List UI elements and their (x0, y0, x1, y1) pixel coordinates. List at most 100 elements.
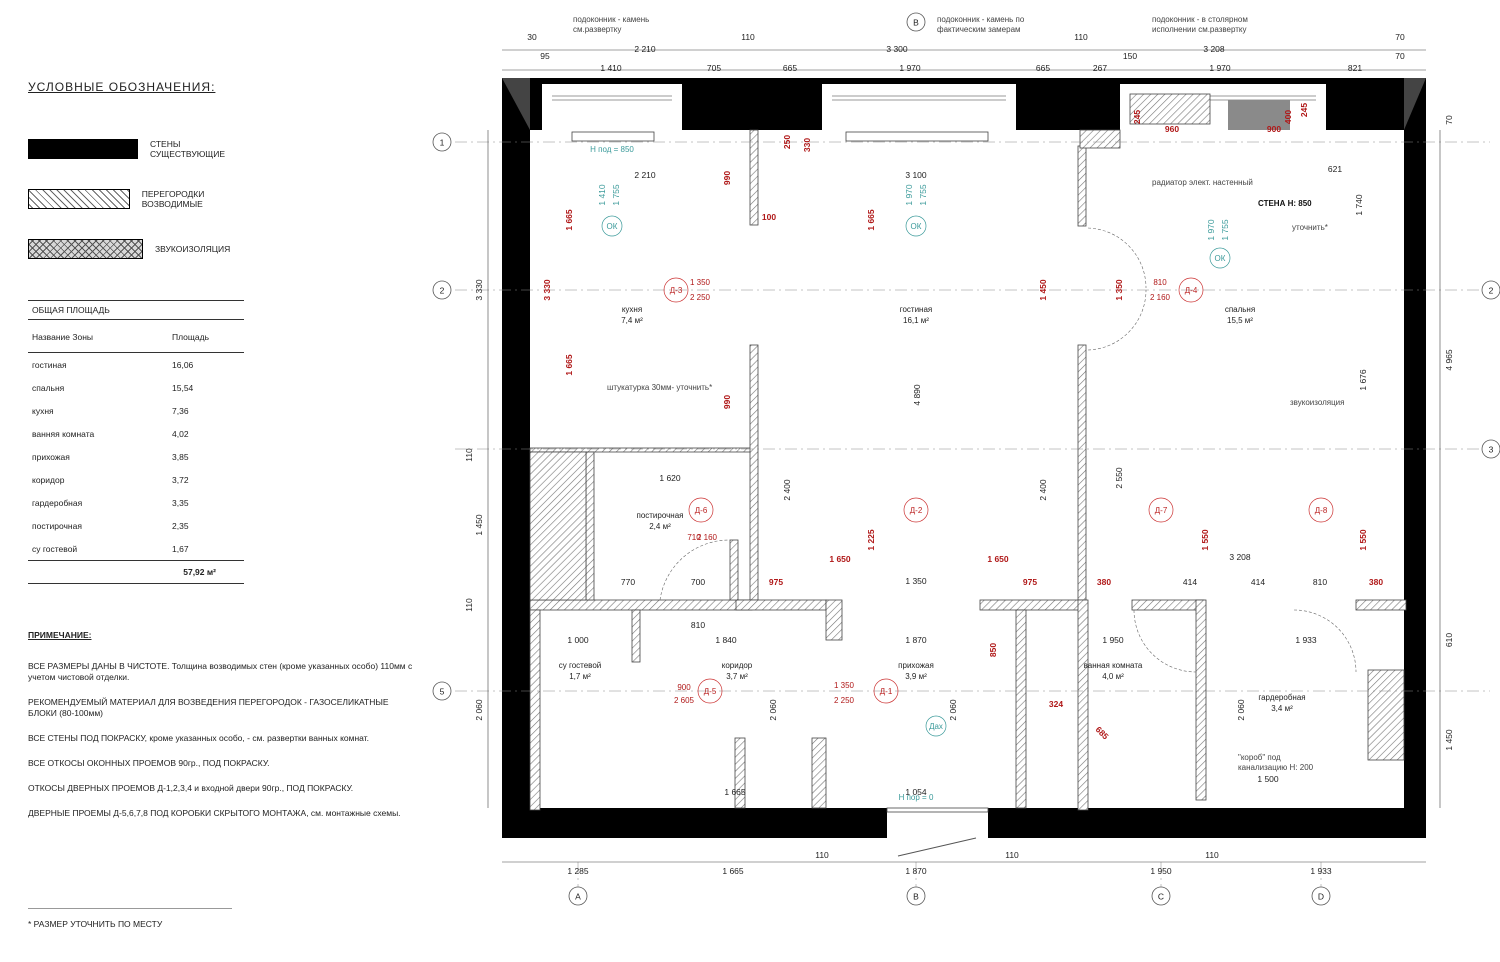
legend-label: ЗВУКОИЗОЛЯЦИЯ (155, 244, 231, 254)
room-area: 3,7 м² (726, 672, 748, 681)
inner-dimension: 414 (1251, 577, 1265, 587)
room-name: кухня (622, 305, 642, 314)
plan-note: радиатор элект. настенный (1152, 178, 1253, 187)
plan-graphics (432, 12, 1500, 906)
partition-wall (749, 129, 759, 226)
structural-dimension: 990 (722, 395, 732, 409)
room-name: спальня (1225, 305, 1255, 314)
exterior-wall-corner (1404, 78, 1426, 130)
door-swing (1293, 609, 1357, 673)
window-dimension: 1 755 (611, 184, 621, 206)
plan-note: Н пор = 0 (899, 793, 934, 802)
structural-dimension: 400 (1283, 110, 1293, 124)
inner-dimension: 2 400 (1038, 479, 1048, 501)
structural-dimension: 100 (762, 212, 776, 222)
door-marker (663, 277, 689, 303)
zone-name: постирочная (32, 520, 82, 531)
bottom-dimension: 1 665 (722, 866, 744, 876)
legend-item-existing-walls: СТЕНЫ СУЩЕСТВУЮЩИЕ (28, 138, 253, 160)
zone-area: 4,02 (172, 428, 189, 439)
plan-note: исполнении см.развертку (1152, 25, 1247, 34)
entry-threshold (886, 807, 989, 813)
door-label: Д-5 (704, 687, 717, 696)
axis-bubble (1481, 439, 1500, 459)
structural-dimension: 1 665 (564, 354, 574, 376)
top-dimension: 1 410 (600, 63, 622, 73)
plan-note: канализацию Н: 200 (1238, 763, 1314, 772)
partition-wall (1079, 129, 1121, 149)
room-name: коридор (722, 661, 753, 670)
door-swing (1087, 227, 1147, 289)
axis-bubble (432, 132, 452, 152)
bottom-dimension: 1 933 (1310, 866, 1332, 876)
plan-note: ОК (607, 222, 618, 231)
axis-label: 1 (440, 138, 445, 148)
bottom-dimension: 110 (1205, 850, 1219, 860)
structural-dimension: 1 665 (866, 209, 876, 231)
partition-wall (529, 447, 753, 453)
table-row: постирочная 2,35 (28, 514, 244, 537)
plan-note: штукатурка 30мм- уточнить* (607, 383, 712, 392)
zone-area: 3,35 (172, 497, 189, 508)
door-marker (873, 678, 899, 704)
partition-wall (529, 609, 541, 811)
top-dimension: 267 (1093, 63, 1107, 73)
partition-wall (1131, 599, 1205, 611)
zone-area: 7,36 (172, 405, 189, 416)
plan-note: Н под = 850 (590, 145, 634, 154)
top-dimension: 2 210 (634, 44, 656, 54)
top-dimension: 70 (1395, 51, 1405, 61)
zone-area: 15,54 (172, 382, 194, 393)
partition-wall (825, 599, 843, 641)
room-name: гардеробная (1258, 693, 1305, 702)
structural-dimension: 380 (1097, 577, 1111, 587)
window-dimension: 1 970 (904, 184, 914, 206)
top-dimension: 3 208 (1203, 44, 1225, 54)
zone-area: 16,06 (172, 359, 194, 370)
partition-wall (749, 344, 759, 601)
room-area: 16,1 м² (903, 316, 929, 325)
structural-dimension: 990 (722, 171, 732, 185)
inner-dimension: 1 870 (905, 635, 927, 645)
door-marker (1308, 497, 1334, 523)
window-dimension: 1 755 (1220, 219, 1230, 241)
entry-door (897, 837, 977, 857)
right-dimension: 1 450 (1444, 729, 1454, 751)
legend: УСЛОВНЫЕ ОБОЗНАЧЕНИЯ: СТЕНЫ СУЩЕСТВУЮЩИЕ… (28, 80, 253, 288)
door-label: Д-7 (1155, 506, 1168, 515)
partition-wall (529, 599, 753, 611)
window-dimension: 1 755 (918, 184, 928, 206)
note-item: ВСЕ СТЕНЫ ПОД ПОКРАСКУ, кроме указанных … (28, 733, 369, 743)
axis-label: C (1158, 892, 1164, 902)
inner-dimension: 621 (1328, 164, 1342, 174)
zone-area: 1,67 (172, 543, 189, 554)
partition-wall (1195, 599, 1207, 801)
bottom-dimension: 110 (815, 850, 829, 860)
axis-bubble (432, 280, 452, 300)
zone-area: 3,85 (172, 451, 189, 462)
inner-dimension: 1 000 (567, 635, 589, 645)
door-label: Д-4 (1185, 286, 1198, 295)
zone-name: ванняя комната (32, 428, 95, 439)
window-opening (542, 84, 682, 130)
zone-area: 2,35 (172, 520, 189, 531)
col-area-header: Площадь (172, 332, 210, 342)
area-table-header: Название Зоны Площадь (28, 320, 244, 353)
left-dimension: 2 060 (474, 699, 484, 721)
area-total: 57,92 м² (28, 560, 244, 584)
exterior-wall-bottom-left (502, 808, 887, 838)
structural-dimension: 1 225 (866, 529, 876, 551)
axis-bubble (1481, 280, 1500, 300)
inner-dimension: 810 (691, 620, 705, 630)
bottom-dimension: 110 (1005, 850, 1019, 860)
top-dimension: 70 (1395, 32, 1405, 42)
partition-wall (585, 451, 595, 601)
door-swing (1133, 609, 1197, 673)
room-area: 3,4 м² (1271, 704, 1293, 713)
top-dimension: 821 (1348, 63, 1362, 73)
axis-label: 2 (1489, 286, 1494, 296)
window-sill (845, 131, 989, 142)
room-name: постирочная (636, 511, 683, 520)
